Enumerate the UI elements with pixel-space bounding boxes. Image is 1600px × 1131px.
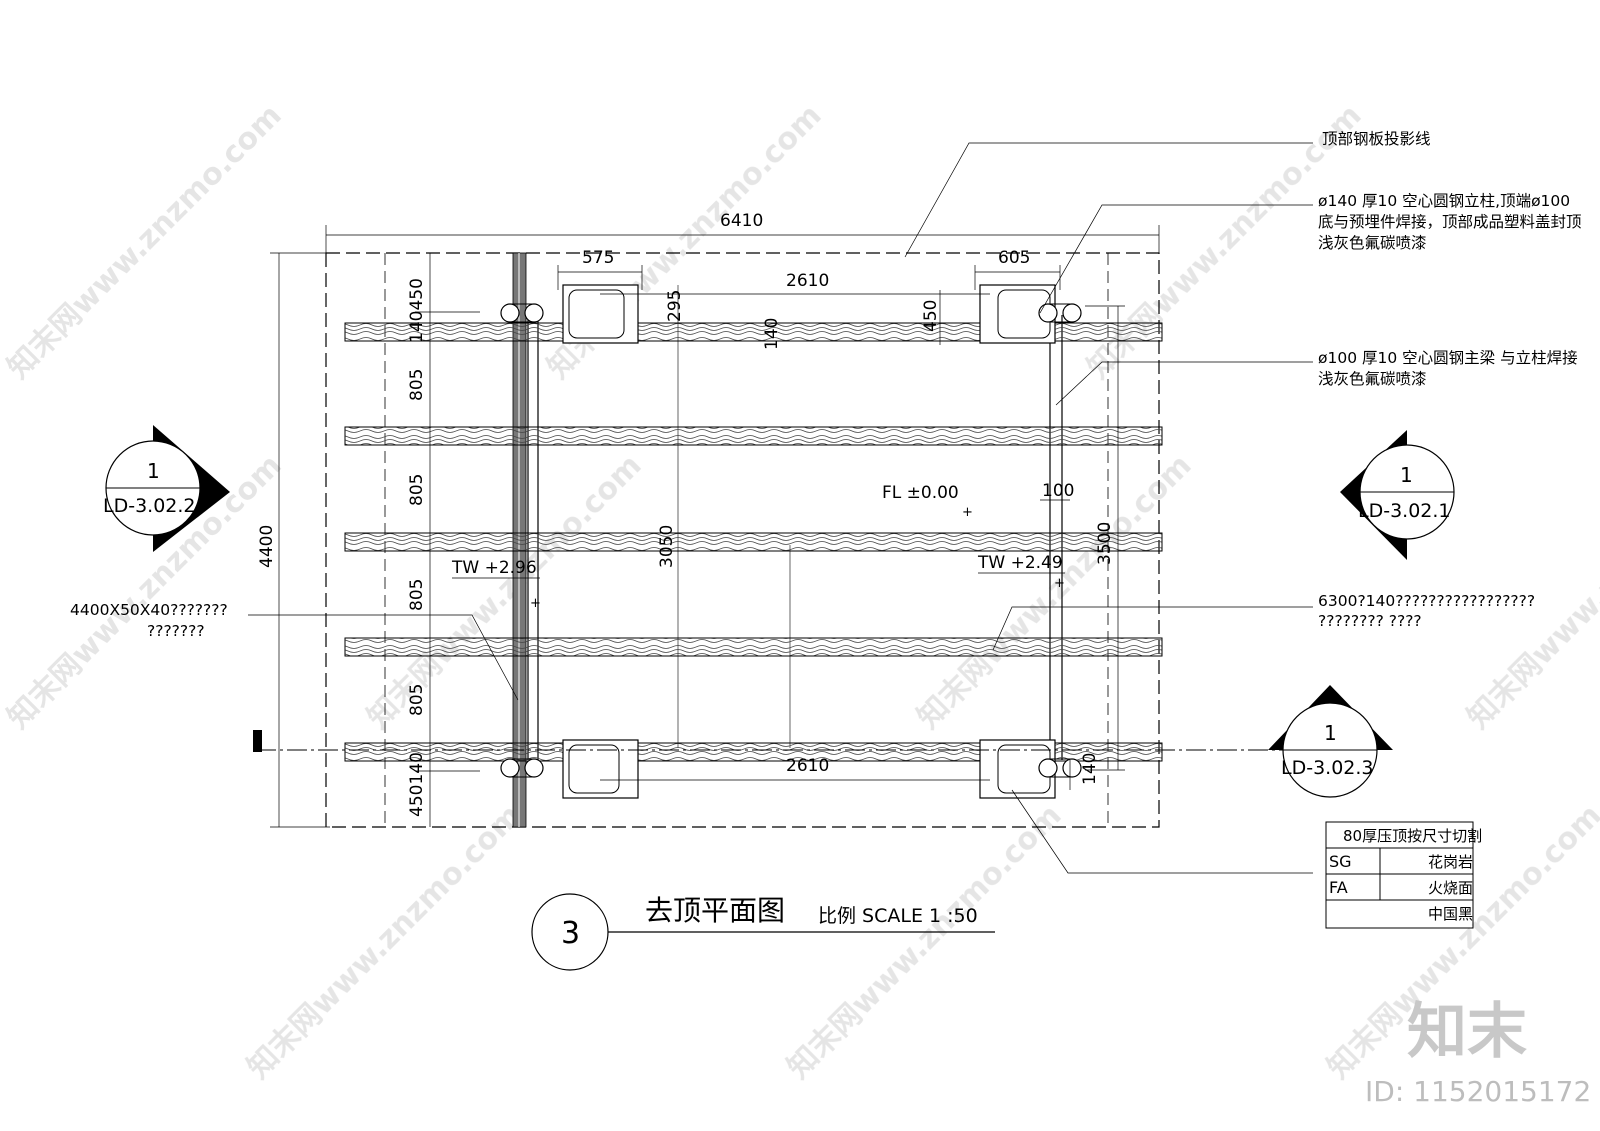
dim-450-top-right: 450 xyxy=(921,300,941,332)
legend-code: SG xyxy=(1329,852,1352,871)
material-legend: 80厚压顶按尺寸切割 SG 花岗岩 FA 火烧面 中国黑 xyxy=(1325,821,1482,929)
dim-100: 100 xyxy=(1042,481,1074,501)
legend-header: 80厚压顶按尺寸切割 xyxy=(1343,827,1482,845)
dim-left-805: 805 xyxy=(407,474,427,506)
note-column-l1: ø140 厚10 空心圆钢立柱,顶端ø100 xyxy=(1318,192,1570,210)
dimension-texts: 6410 4400 575 605 2610 2610 295 450 140 … xyxy=(257,211,1115,817)
svg-text:+: + xyxy=(1054,576,1065,591)
note-beam-l1: ø100 厚10 空心圆钢主梁 与立柱焊接 xyxy=(1318,349,1578,367)
note-timber-l2: ???????? ???? xyxy=(1318,612,1422,630)
dim-left-bottom: 450140 xyxy=(407,752,427,817)
leader-lines xyxy=(248,142,1313,874)
dim-left-805: 805 xyxy=(407,369,427,401)
note-timber-l1: 6300?140????????????????? xyxy=(1318,592,1535,610)
svg-text:1: 1 xyxy=(147,459,160,483)
drawing-number: 3 xyxy=(561,916,580,951)
timber-slat xyxy=(344,532,1163,552)
brand-watermark: 知末 ID: 1152015172 xyxy=(1365,997,1591,1108)
dim-top-span: 2610 xyxy=(786,271,829,291)
dim-3500: 3500 xyxy=(1095,522,1115,565)
dim-left-805: 805 xyxy=(407,684,427,716)
dim-295: 295 xyxy=(665,290,685,322)
dim-overall-height: 4400 xyxy=(257,525,277,568)
dim-140-bottom-right: 140 xyxy=(1080,753,1100,785)
timber-slat xyxy=(344,322,1163,342)
level-marks: FL ±0.00 + TW +2.96 + TW +2.49 + xyxy=(451,483,1065,611)
timber-slats xyxy=(344,322,1163,762)
svg-text:LD-3.02.3: LD-3.02.3 xyxy=(1281,757,1374,779)
drawing-scale: 比例 SCALE 1 :50 xyxy=(818,905,978,927)
dim-bottom-span: 2610 xyxy=(786,756,829,776)
note-wood-l2: ??????? xyxy=(147,622,205,640)
timber-slat xyxy=(344,426,1163,446)
brand-id: ID: 1152015172 xyxy=(1365,1075,1591,1108)
section-marker-left: 1 LD-3.02.2 xyxy=(103,425,230,552)
note-column-l3: 浅灰色氟碳喷漆 xyxy=(1318,234,1427,252)
dim-left-805: 805 xyxy=(407,579,427,611)
svg-text:+: + xyxy=(962,505,973,520)
annotation-notes: 顶部钢板投影线 ø140 厚10 空心圆钢立柱,顶端ø100 底与预埋件焊接，顶… xyxy=(70,130,1582,640)
note-steel-plate: 顶部钢板投影线 xyxy=(1322,130,1431,148)
legend-desc: 中国黑 xyxy=(1428,905,1473,923)
note-beam-l2: 浅灰色氟碳喷漆 xyxy=(1318,370,1427,388)
watermark-text: 知末网www.znzmo.com xyxy=(1,98,289,386)
watermark-text: 知末网www.znzmo.com xyxy=(781,798,1069,1086)
note-column-l2: 底与预埋件焊接，顶部成品塑料盖封顶 xyxy=(1318,213,1582,231)
dim-overall-width: 6410 xyxy=(720,211,763,231)
legend-code: FA xyxy=(1329,878,1348,897)
svg-text:LD-3.02.1: LD-3.02.1 xyxy=(1358,500,1451,522)
svg-text:LD-3.02.2: LD-3.02.2 xyxy=(103,495,196,517)
svg-text:+: + xyxy=(530,596,541,611)
dim-575: 575 xyxy=(582,248,614,268)
level-tw-right: TW +2.49 xyxy=(977,553,1063,573)
drawing-title: 去顶平面图 xyxy=(645,894,785,927)
svg-text:1: 1 xyxy=(1324,721,1337,745)
column-base-top-right xyxy=(979,284,1082,344)
svg-text:1: 1 xyxy=(1400,463,1413,487)
section-marker-right: 1 LD-3.02.1 xyxy=(1340,430,1455,560)
dimension-lines xyxy=(270,225,1160,828)
legend-desc: 花岗岩 xyxy=(1428,853,1473,871)
dim-605: 605 xyxy=(998,248,1030,268)
section-marker-bottom: 1 LD-3.02.3 xyxy=(1268,685,1393,798)
dim-140-mid: 140 xyxy=(762,318,782,350)
timber-slat xyxy=(344,637,1163,657)
legend-desc: 火烧面 xyxy=(1428,879,1473,897)
dim-3050: 3050 xyxy=(657,525,677,568)
level-fl: FL ±0.00 xyxy=(882,483,959,503)
dim-left-top: 140450 xyxy=(407,278,427,343)
column-base-top-left xyxy=(500,284,639,344)
note-wood-l1: 4400X50X40??????? xyxy=(70,601,228,619)
watermark-text: 知末网www.znzmo.com xyxy=(361,448,649,736)
watermark-text: 知末网www.znzmo.com xyxy=(241,798,529,1086)
level-tw-left: TW +2.96 xyxy=(451,558,537,578)
drawing-title-block: 3 去顶平面图 比例 SCALE 1 :50 xyxy=(531,893,995,971)
brand-logo: 知末 xyxy=(1407,997,1527,1067)
timber-slat xyxy=(344,742,1163,762)
